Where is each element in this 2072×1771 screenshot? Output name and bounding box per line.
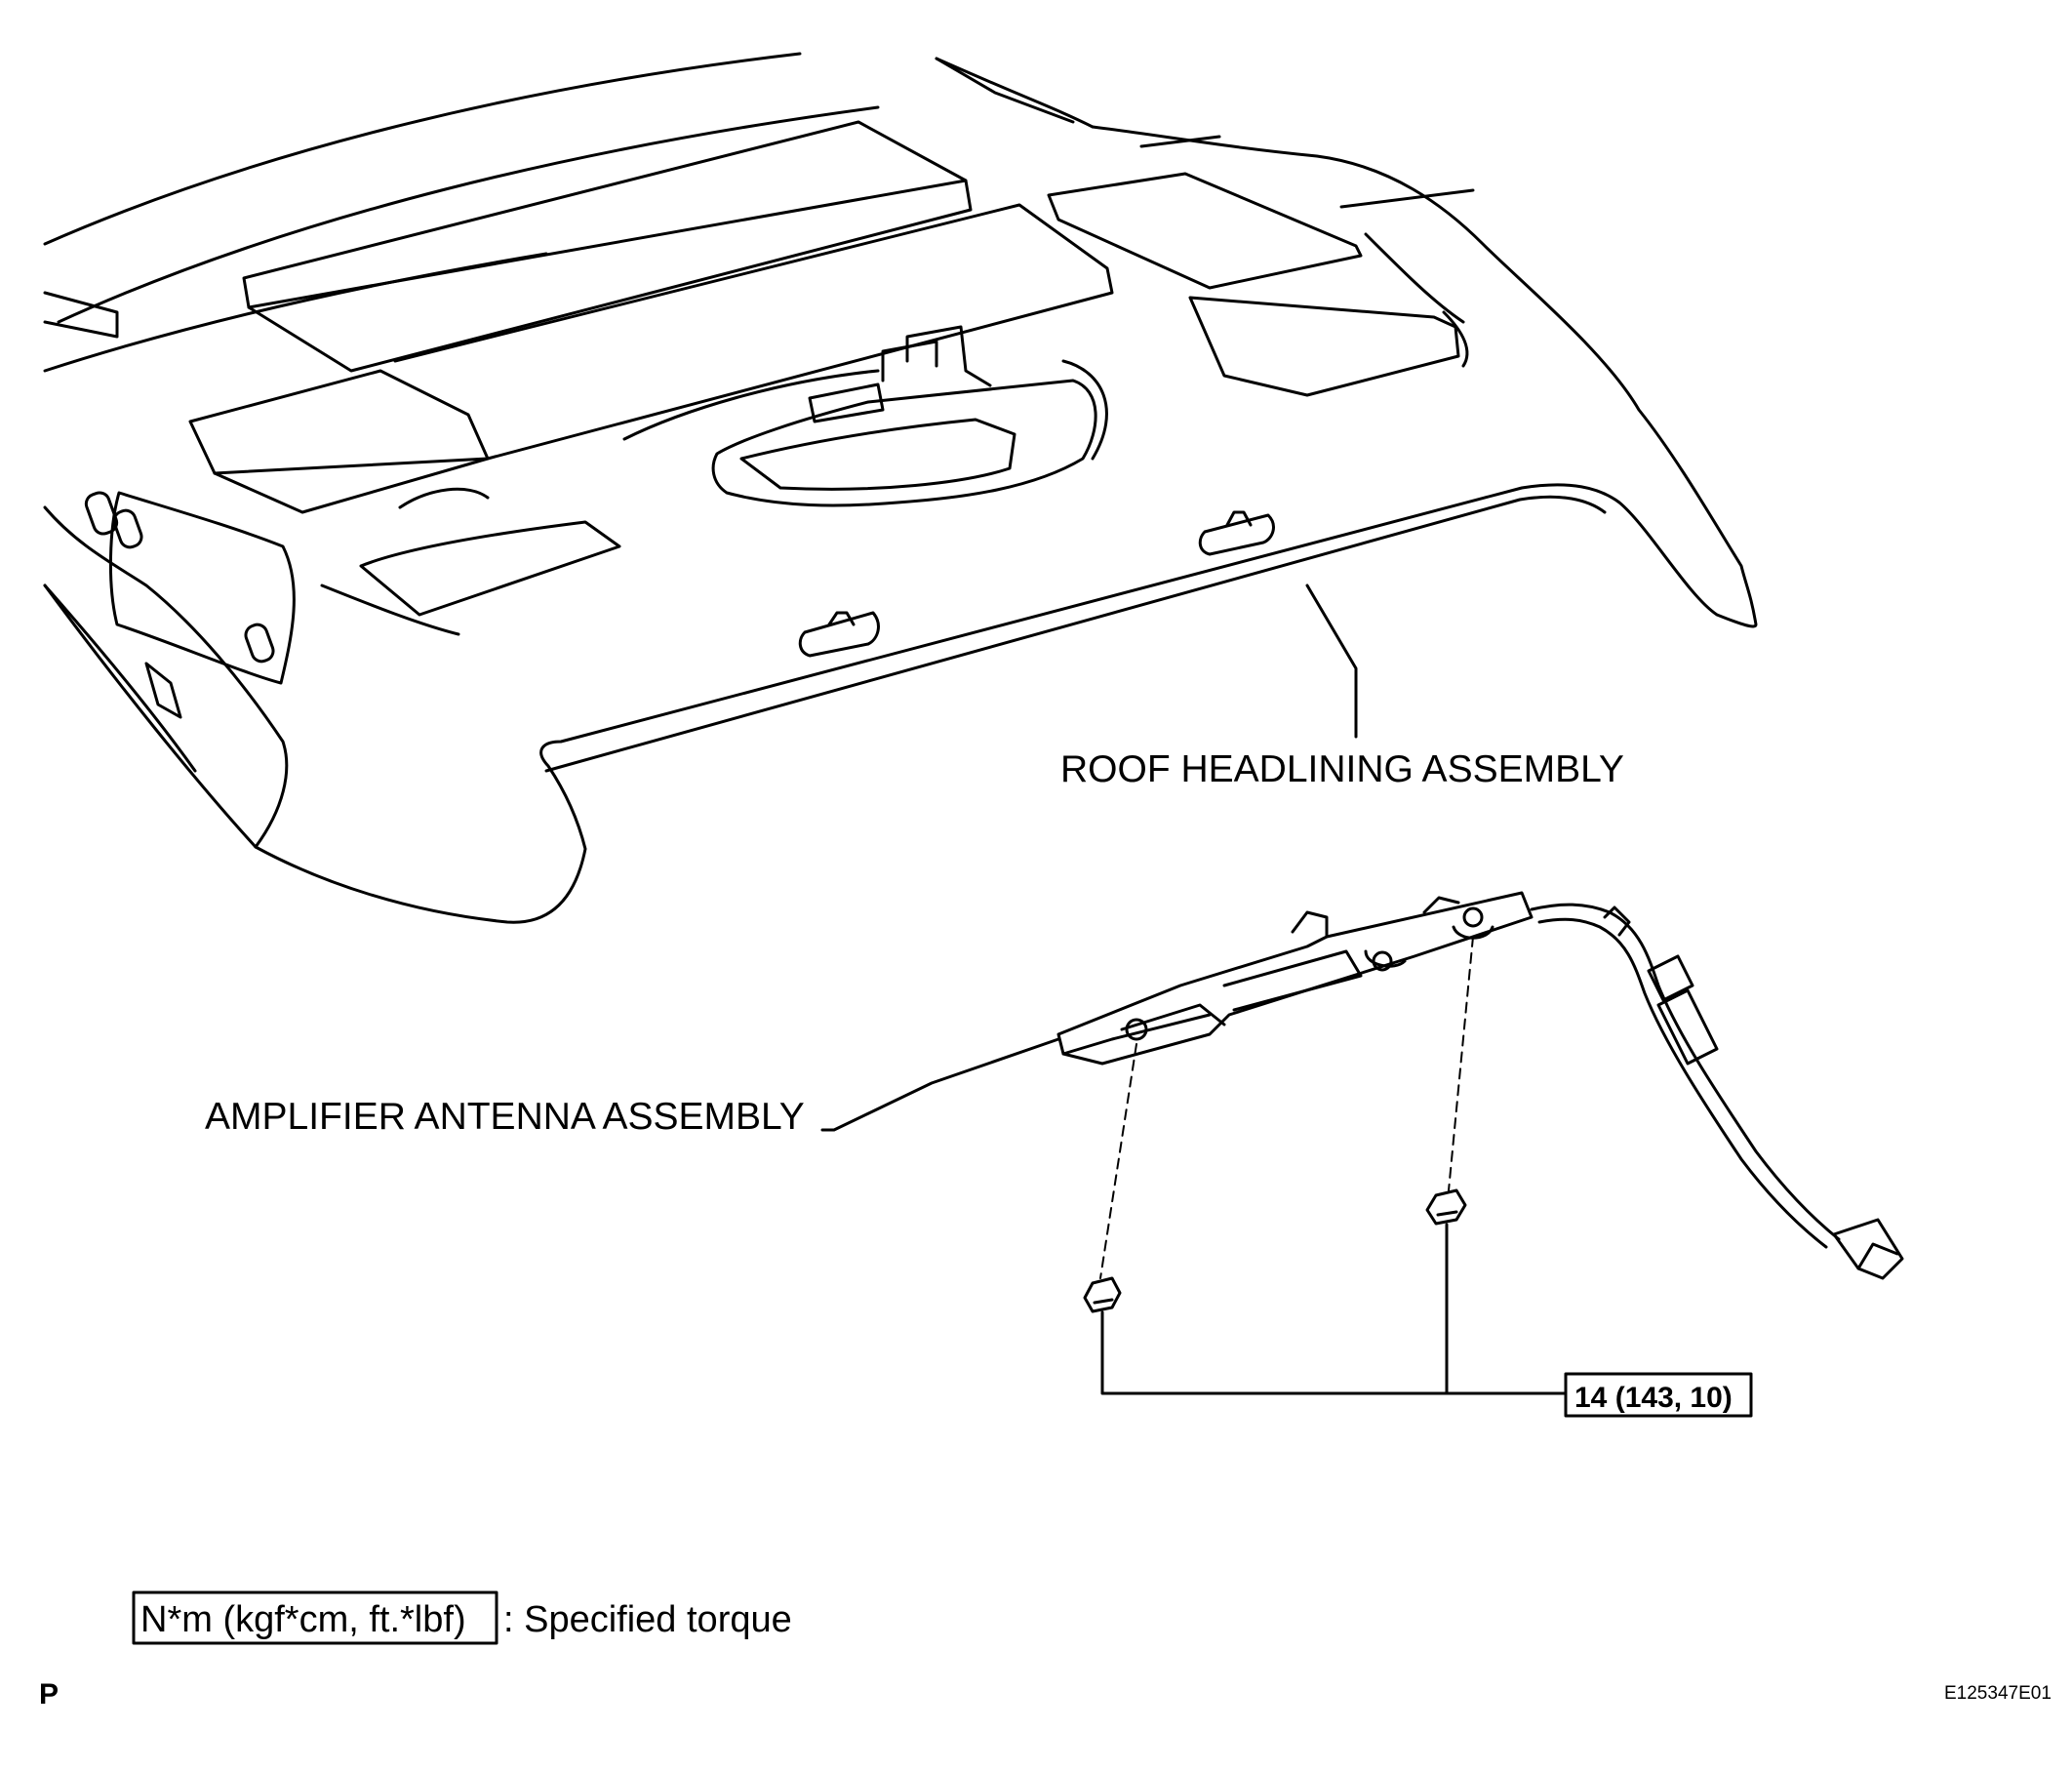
torque-leader-line — [1100, 1223, 1568, 1395]
torque-box-frame — [1564, 1372, 1753, 1418]
figure-code: E125347E01 — [1944, 1683, 2052, 1704]
install-dashed-line-left — [1099, 1043, 1137, 1279]
amplifier-antenna-drawing — [820, 891, 1904, 1280]
roof-leader-line — [1305, 584, 1358, 739]
roof-headlining-label: ROOF HEADLINING ASSEMBLY — [1060, 748, 1624, 790]
legend-description: : Specified torque — [503, 1599, 792, 1640]
legend-box-text: N*m (kgf*cm, ft.*lbf) — [140, 1599, 466, 1640]
install-dashed-line-right — [1448, 936, 1474, 1191]
amplifier-antenna-label: AMPLIFIER ANTENNA ASSEMBLY — [205, 1096, 805, 1138]
nut-left — [1083, 1276, 1122, 1313]
nut-right — [1425, 1188, 1467, 1226]
roof-headlining-drawing — [43, 52, 1758, 924]
torque-value-label: 14 (143, 10) — [1574, 1382, 1733, 1414]
corner-letter: P — [39, 1678, 59, 1711]
legend-box-frame — [132, 1590, 498, 1645]
